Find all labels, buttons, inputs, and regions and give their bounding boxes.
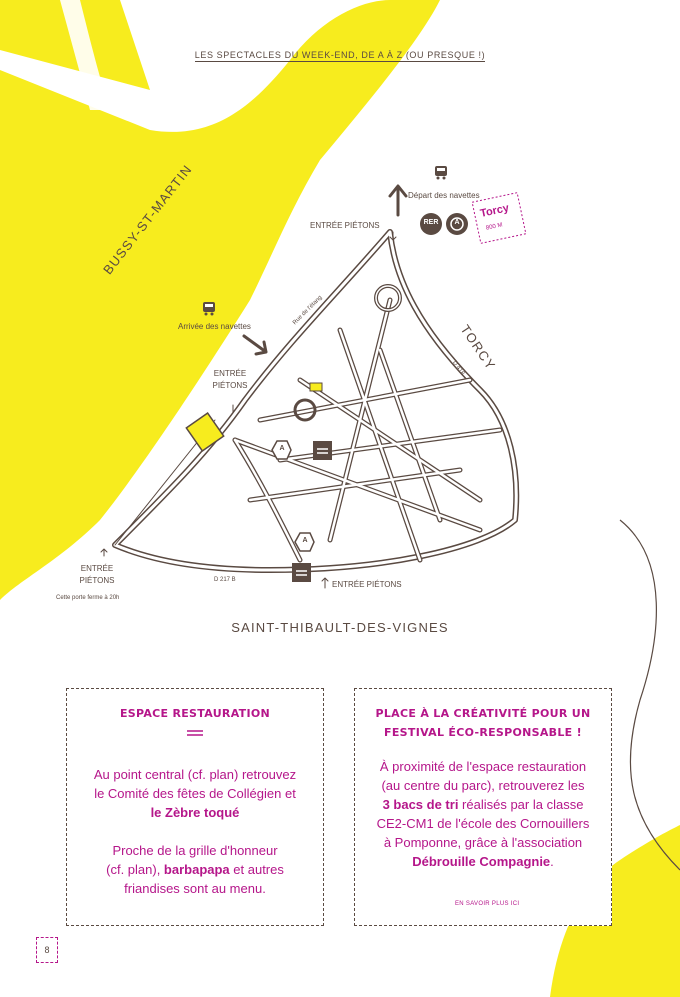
restaurant-icon-bottom: [292, 563, 311, 582]
creativite-debrouille: Débrouille Compagnie: [412, 854, 551, 869]
creativite-l2: (au centre du parc), retrouverez les: [381, 778, 585, 793]
creativite-l5: à Pomponne, grâce à l'association: [383, 835, 583, 850]
creativite-bacs: 3 bacs de tri: [382, 797, 459, 812]
resto-p2-b3: et autres: [229, 862, 284, 877]
a-badge-label: A: [454, 219, 460, 226]
arrivee-navettes-label: Arrivée des navettes: [178, 322, 251, 331]
a-marker-1-label: A: [279, 445, 285, 452]
restauration-box: ESPACE RESTAURATION Au point central (cf…: [66, 688, 324, 926]
page-number: 8: [36, 937, 58, 963]
torcy-stamp: [471, 192, 527, 244]
a-line-badge: [446, 213, 468, 235]
resto-zebre: le Zèbre toqué: [150, 805, 240, 820]
creativite-l1: À proximité de l'espace restauration: [379, 759, 587, 774]
resto-p1-b: le Comité des fêtes de Collégien et: [94, 786, 296, 801]
bus-icon-top: [435, 166, 447, 180]
d217-label: D 217 B: [214, 577, 236, 583]
entree-left-line2: PIÉTONS: [212, 381, 248, 390]
central-circle: [293, 398, 317, 422]
creativite-title-1: PLACE À LA CRÉATIVITÉ POUR UN: [375, 707, 591, 720]
a-marker-2-label: A: [302, 537, 308, 544]
a-marker-2: [294, 532, 315, 552]
header-title: LES SPECTACLES DU WEEK-END, DE A À Z (OU…: [194, 50, 486, 62]
entree-pietons-bottom-label: ENTRÉE PIÉTONS: [332, 580, 402, 589]
entree-pietons-bl-label: ENTRÉE PIÉTONS: [72, 563, 122, 587]
resto-barbapapa: barbapapa: [163, 862, 230, 877]
saint-thibault-label: SAINT-THIBAULT-DES-VIGNES: [231, 620, 449, 635]
arrow-arrivee: [242, 334, 268, 356]
parking-block: [309, 382, 323, 392]
entree-bl-line2: PIÉTONS: [79, 576, 115, 585]
creativite-box: PLACE À LA CRÉATIVITÉ POUR UN FESTIVAL É…: [354, 688, 612, 926]
rer-badge: [420, 213, 442, 235]
entree-left-line1: ENTRÉE: [213, 369, 247, 378]
rer-badge-label: RER: [423, 219, 439, 226]
resto-p1-a: Au point central (cf. plan) retrouvez: [93, 767, 297, 782]
creativite-l6-rest: .: [550, 854, 554, 869]
creativite-l3-rest: réalisés par la classe: [458, 797, 584, 812]
restauration-title: ESPACE RESTAURATION: [119, 707, 271, 720]
resto-p2-a: Proche de la grille d'honneur: [112, 843, 278, 858]
arrow-entree-bottom: [321, 577, 329, 589]
porte-ferme-label: Cette porte ferme à 20h: [56, 595, 120, 601]
restaurant-icon-center: [313, 441, 332, 460]
entree-pietons-top-label: ENTRÉE PIÉTONS: [310, 221, 380, 230]
entree-bl-line1: ENTRÉE: [80, 564, 114, 573]
depart-navettes-label: Départ des navettes: [408, 191, 480, 200]
resto-p2-b1: (cf. plan),: [106, 862, 164, 877]
cutlery-icon: [187, 730, 203, 736]
creativite-l4: CE2-CM1 de l'école des Cornouillers: [376, 816, 590, 831]
arrow-up-navettes: [388, 184, 408, 217]
arrow-entree-bl: [100, 548, 108, 557]
creativite-title-2: FESTIVAL ÉCO-RESPONSABLE !: [384, 726, 582, 739]
page-header: LES SPECTACLES DU WEEK-END, DE A À Z (OU…: [0, 50, 680, 62]
entree-pietons-left-label: ENTRÉE PIÉTONS: [210, 368, 250, 392]
arrow-entree-top: [389, 231, 397, 241]
en-savoir-plus-link[interactable]: EN SAVOIR PLUS ICI: [455, 901, 520, 907]
resto-p2-c: friandises sont au menu.: [124, 881, 266, 896]
grille-honneur-block: [185, 412, 225, 452]
a-marker-1: [271, 440, 292, 460]
bus-icon-left: [203, 302, 215, 316]
